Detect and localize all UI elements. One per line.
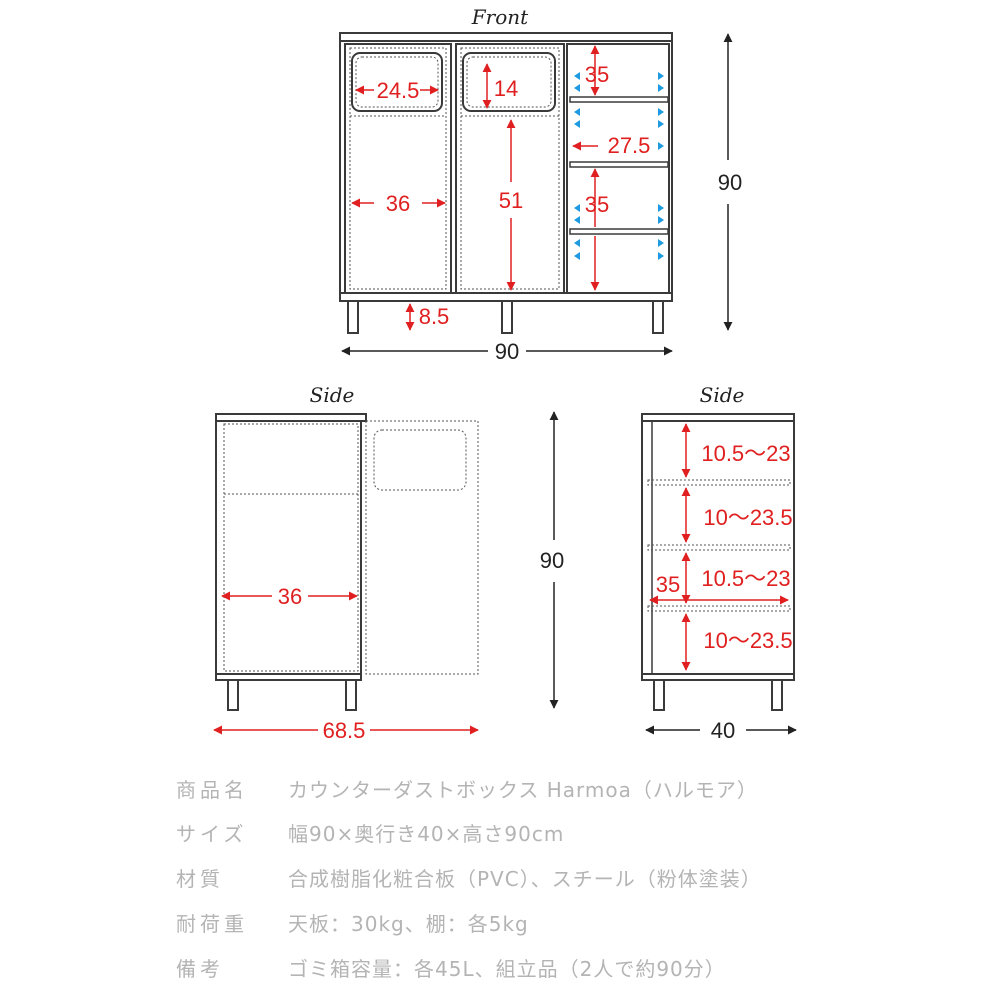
shelf-gap-4-label: 10～23.5 (703, 628, 792, 653)
shelf-gap-2-label: 10～23.5 (703, 505, 792, 530)
door-width-label: 36 (386, 191, 410, 216)
front-view: Front (339, 5, 742, 364)
spec-label: 材質 (176, 867, 224, 891)
shelf-board (647, 479, 791, 486)
side-right-title: Side (700, 383, 745, 407)
side-door-depth-label: 36 (278, 584, 302, 609)
side-body (215, 420, 362, 675)
shelf-section (566, 43, 670, 294)
leg (345, 679, 357, 711)
spec-value: カウンターダストボックス Harmoa（ハルモア） (288, 778, 758, 802)
spec-label: 耐荷重 (176, 912, 248, 936)
spec-row-product-name: 商品名 カウンターダストボックス Harmoa（ハルモア） (0, 774, 1000, 814)
spec-label: サイズ (176, 822, 248, 846)
shelf-board (569, 228, 669, 235)
spec-value: 合成樹脂化粧合板（PVC）、スチール（粉体塗装） (288, 867, 762, 891)
shelf-gap-1-label: 10.5～23 (701, 441, 790, 466)
spec-row-material: 材質 合成樹脂化粧合板（PVC）、スチール（粉体塗装） (0, 863, 1000, 903)
leg (652, 300, 664, 334)
leg (347, 300, 359, 334)
front-total-height-label: 90 (718, 170, 742, 195)
shelf-board (569, 161, 669, 168)
leg (771, 679, 783, 711)
open-door-outline (365, 420, 479, 675)
side-right-body (641, 420, 795, 675)
leg (653, 679, 665, 711)
left-door-window (351, 52, 443, 112)
spec-value: 幅90×奥行き40×高さ90cm (288, 822, 565, 846)
spec-label: 備考 (176, 957, 224, 981)
front-title: Front (471, 5, 529, 29)
door-window-height-label: 14 (494, 76, 518, 101)
leg (227, 679, 239, 711)
leg-height-label: 8.5 (419, 304, 450, 329)
open-depth-label: 68.5 (323, 718, 366, 743)
shelf-width-label: 27.5 (608, 133, 651, 158)
spec-label: 商品名 (176, 778, 248, 802)
spec-value: ゴミ箱容量：各45L、組立品（2人で約90分） (288, 957, 726, 981)
front-total-width-label: 90 (495, 339, 519, 364)
spec-value: 天板：30kg、棚：各5kg (288, 912, 529, 936)
spec-row-notes: 備考 ゴミ箱容量：各45L、組立品（2人で約90分） (0, 953, 1000, 993)
side-view-left: Side 36 68.5 90 (213, 383, 564, 743)
shelf-gap-3-label: 10.5～23 (701, 566, 790, 591)
side-left-title: Side (310, 383, 355, 407)
shelf-height-bottom-label: 35 (585, 192, 609, 217)
spec-row-size: サイズ 幅90×奥行き40×高さ90cm (0, 818, 1000, 858)
door-window-width-label: 24.5 (377, 78, 420, 103)
spec-row-load-capacity: 耐荷重 天板：30kg、棚：各5kg (0, 908, 1000, 948)
shelf-height-top-label: 35 (585, 62, 609, 87)
side-view-right: Side 10.5～23 10～23.5 10.5～23 35 10～23.5 … (641, 383, 797, 743)
shelf-board (647, 544, 791, 551)
shelf-board (647, 605, 791, 612)
leg (501, 300, 513, 334)
door-height-label: 51 (499, 188, 523, 213)
shelf-board (569, 96, 669, 103)
shelf-depth-label: 35 (656, 572, 680, 597)
side-total-height-label: 90 (540, 548, 564, 573)
side-total-depth-label: 40 (711, 718, 735, 743)
